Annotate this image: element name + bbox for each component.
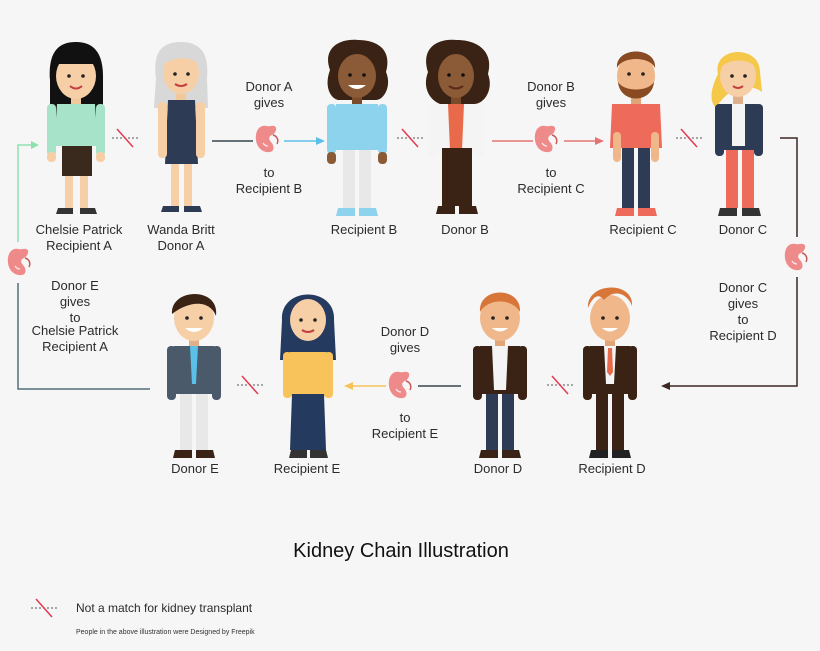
no-match-icon <box>546 375 574 395</box>
transfer-e-line2: gives <box>60 294 91 309</box>
transfer-c-line4: Recipient D <box>709 328 776 343</box>
transfer-a-line3: to <box>264 165 275 180</box>
person-donor-b <box>425 39 490 214</box>
transfer-b-line4: Recipient C <box>517 181 584 196</box>
kidney-icon <box>784 242 808 271</box>
label-donor-e: Donor E <box>171 461 219 476</box>
label-donor-b: Donor B <box>441 222 489 237</box>
no-match-icon <box>111 128 139 148</box>
no-match-icon <box>236 375 264 395</box>
transfer-d-line1: Donor D <box>381 324 429 339</box>
person-wanda-britt <box>154 42 208 212</box>
person-recipient-d <box>583 287 637 458</box>
label-chelsie-line1: Chelsie Patrick <box>36 222 123 237</box>
arrowhead-a <box>316 137 325 145</box>
legend-text: Not a match for kidney transplant <box>76 601 253 615</box>
chain-line-c <box>780 137 798 237</box>
transfer-a-line2: gives <box>254 95 285 110</box>
label-donor-c: Donor C <box>719 222 767 237</box>
chain-arrow-c <box>670 277 798 387</box>
credit-text: People in the above illustration were De… <box>76 629 255 636</box>
label-chelsie-line2: Recipient A <box>46 238 112 253</box>
label-wanda-line1: Wanda Britt <box>147 222 215 237</box>
label-donor-d: Donor D <box>474 461 522 476</box>
person-chelsie-patrick <box>47 42 105 214</box>
no-match-icon <box>675 128 703 148</box>
label-wanda-line2: Donor A <box>158 238 205 253</box>
transfer-e-line5: Recipient A <box>42 339 108 354</box>
transfer-d-line3: to <box>400 410 411 425</box>
chain-arrow-e <box>17 144 32 242</box>
arrowhead-e <box>31 141 39 149</box>
transfer-c-line2: gives <box>728 296 759 311</box>
transfer-b-line1: Donor B <box>527 79 575 94</box>
transfer-a-line1: Donor A <box>246 79 293 94</box>
person-recipient-c <box>610 51 662 216</box>
transfer-c-line1: Donor C <box>719 280 767 295</box>
kidney-icon <box>534 124 558 153</box>
no-match-icon <box>396 128 424 148</box>
transfer-b-line3: to <box>546 165 557 180</box>
transfer-b-line2: gives <box>536 95 567 110</box>
arrowhead-d <box>344 382 353 390</box>
transfer-d-line2: gives <box>390 340 421 355</box>
label-recipient-d: Recipient D <box>578 461 645 476</box>
person-recipient-b <box>327 39 389 216</box>
arrowhead-c <box>661 382 670 390</box>
person-recipient-e <box>280 294 336 458</box>
transfer-e-line3: to <box>70 310 81 325</box>
transfer-e-line1: Donor E <box>51 278 99 293</box>
transfer-e-line4: Chelsie Patrick <box>32 323 119 338</box>
kidney-icon <box>255 124 279 153</box>
transfer-a-line4: Recipient B <box>236 181 302 196</box>
chain-line-e <box>17 283 150 390</box>
arrowhead-b <box>595 137 604 145</box>
person-donor-d <box>473 292 527 458</box>
label-recipient-c: Recipient C <box>609 222 676 237</box>
person-donor-c <box>711 51 763 216</box>
person-donor-e <box>167 294 221 458</box>
label-recipient-b: Recipient B <box>331 222 397 237</box>
diagram-title: Kidney Chain Illustration <box>293 540 509 562</box>
kidney-icon <box>7 247 31 276</box>
transfer-d-line4: Recipient E <box>372 426 439 441</box>
kidney-icon <box>388 370 412 399</box>
label-recipient-e: Recipient E <box>274 461 341 476</box>
transfer-c-line3: to <box>738 312 749 327</box>
legend-no-match-icon <box>30 598 58 618</box>
